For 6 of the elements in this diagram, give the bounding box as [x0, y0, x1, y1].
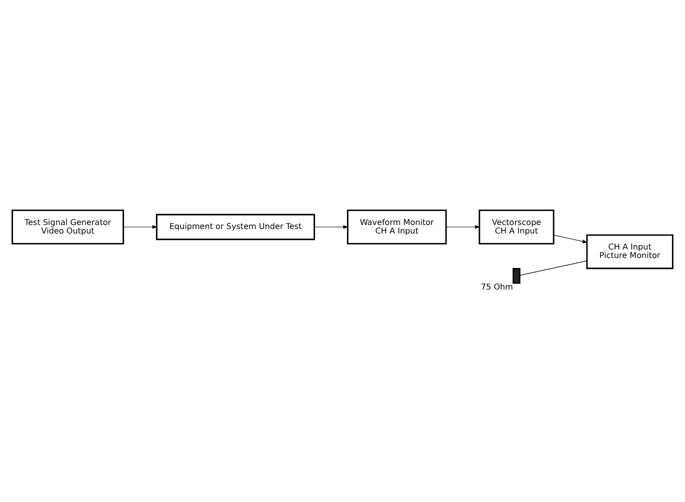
arrow: [446, 225, 480, 229]
arrow: [553, 234, 588, 244]
arrow: [123, 225, 158, 229]
connector: [520, 260, 588, 276]
node-bar: [512, 268, 520, 284]
arrow: [314, 225, 348, 229]
